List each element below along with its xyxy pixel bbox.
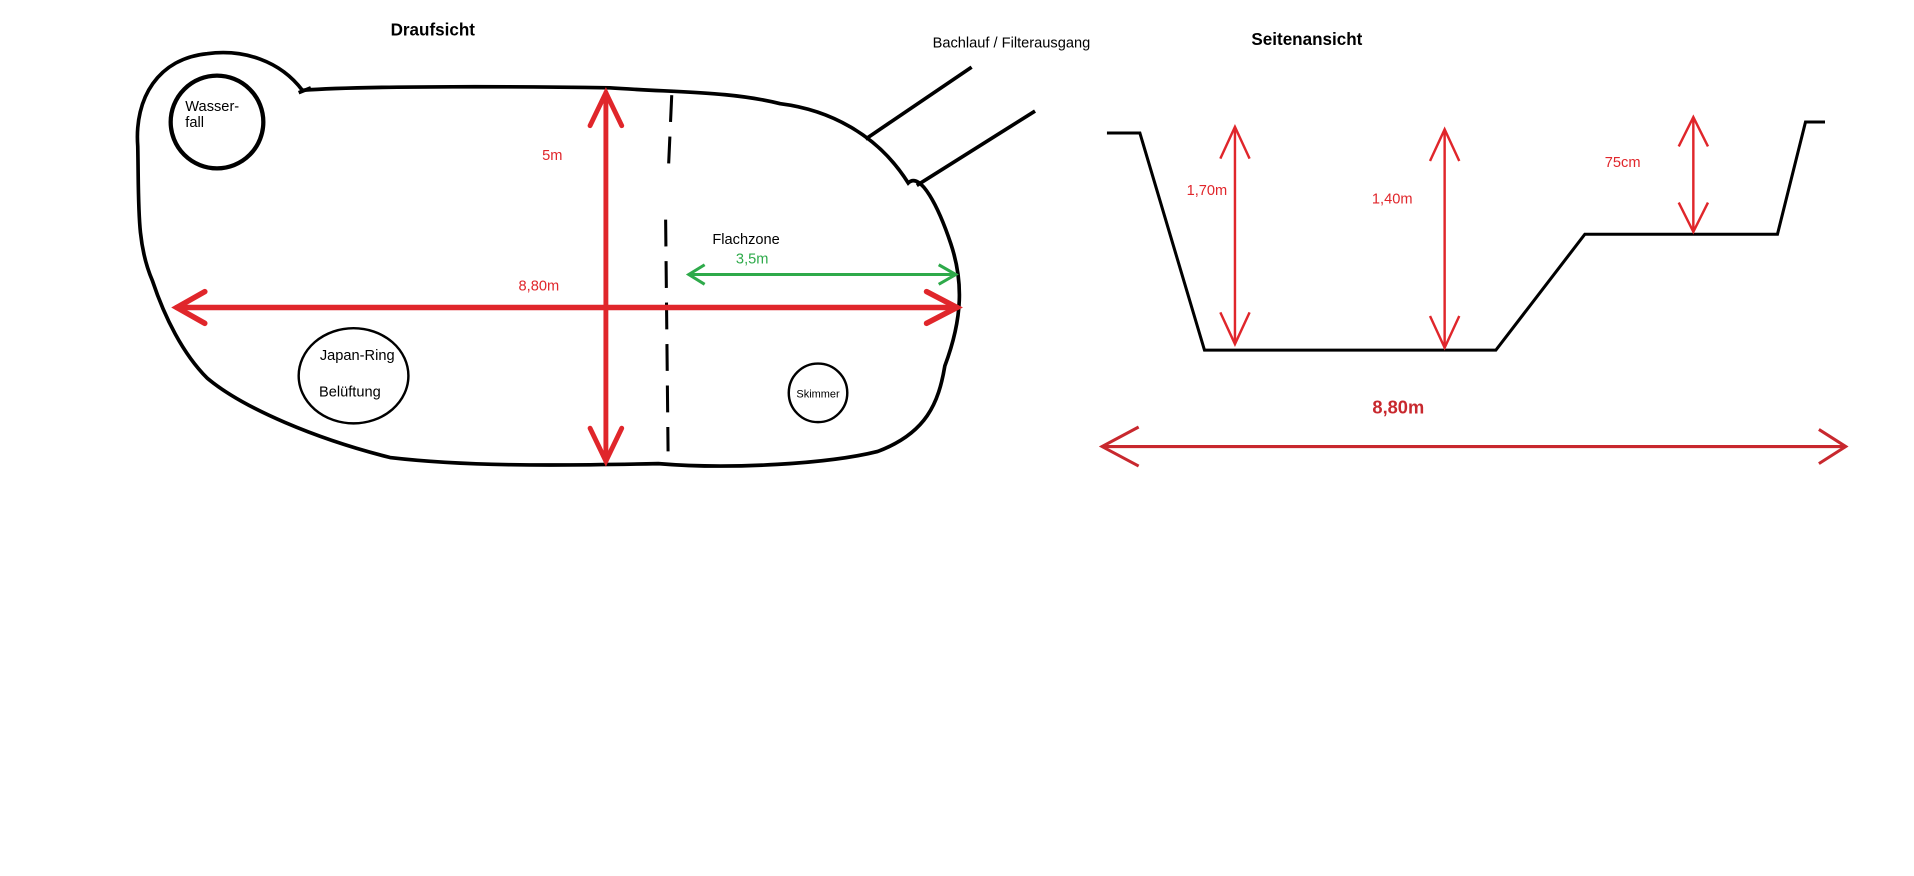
stream-line-2: [915, 109, 1036, 187]
top-view-title: Draufsicht: [391, 20, 476, 39]
stream-line-1: [864, 65, 973, 141]
side-length-label: 8,80m: [1372, 397, 1424, 418]
length-arrow: [171, 288, 963, 327]
shallow-zone-width: 3,5m: [736, 252, 769, 268]
waterfall-label-2: fall: [185, 115, 204, 131]
outline-notch: [298, 86, 312, 95]
depth-label-3: 75cm: [1605, 155, 1641, 171]
pond-outline: [135, 50, 962, 468]
depth-label-2: 1,40m: [1372, 192, 1413, 208]
shallow-zone-arrow: [685, 263, 959, 286]
depth-label: 5m: [542, 148, 562, 164]
skimmer-label: Skimmer: [796, 389, 840, 401]
depth-arrow: [587, 87, 625, 467]
side-view-title: Seitenansicht: [1251, 30, 1362, 49]
side-length-arrow: [1098, 425, 1849, 468]
depth-arrow-2: [1428, 126, 1461, 351]
depth-arrow-3: [1677, 114, 1710, 235]
depth-label-1: 1,70m: [1187, 183, 1228, 199]
side-view: Seitenansicht 1,70m 1,40m 75cm 8,80m: [1098, 30, 1849, 468]
shallow-zone-label: Flachzone: [712, 232, 779, 248]
waterfall-label: Wasser-: [185, 99, 239, 115]
skimmer-circle: [787, 362, 849, 424]
shallow-zone-divider: [664, 95, 674, 452]
side-profile: [1106, 120, 1826, 352]
aeration-ring-circle: [297, 326, 410, 425]
depth-arrow-1: [1219, 123, 1251, 347]
top-view: Draufsicht Wasser- fall Bachlauf / Filte…: [135, 20, 1091, 468]
aeration-label-2: Belüftung: [319, 385, 381, 401]
stream-label: Bachlauf / Filterausgang: [933, 36, 1091, 52]
length-label: 8,80m: [519, 278, 560, 294]
aeration-label: Japan-Ring: [320, 348, 395, 364]
waterfall-circle: [168, 73, 266, 171]
